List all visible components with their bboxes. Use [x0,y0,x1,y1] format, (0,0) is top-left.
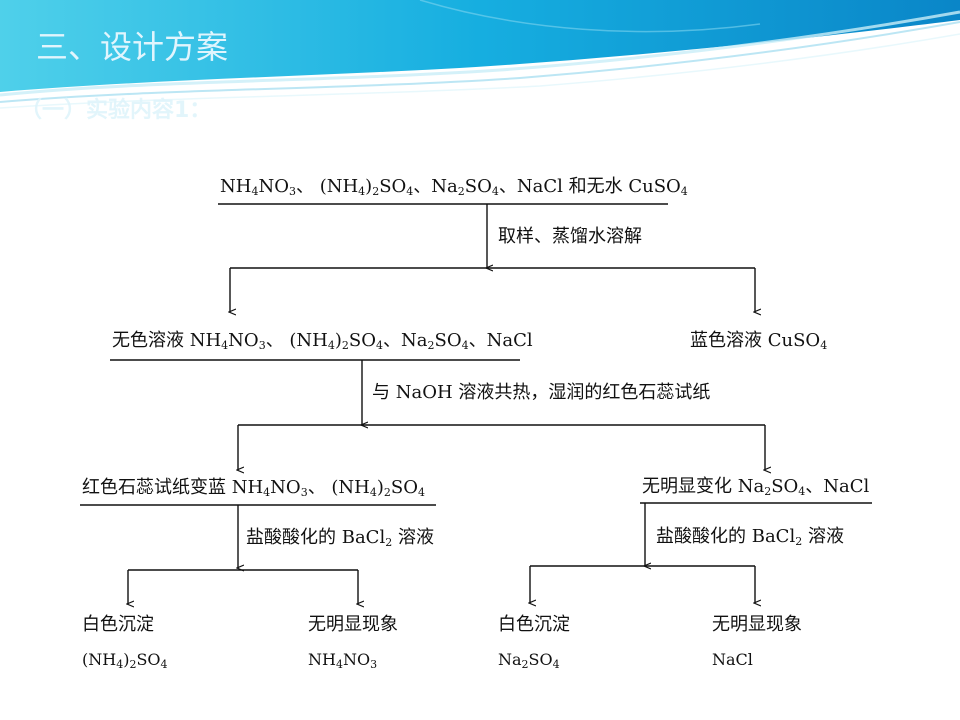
step2-label: 与 NaOH 溶液共热，湿润的红色石蕊试纸 [372,382,711,403]
leaf2-label: 无明显现象 [308,614,398,635]
leaf2-formula: NH4NO3 [308,650,378,671]
leaf4-label: 无明显现象 [712,614,802,635]
litmus-turns-blue: 红色石蕊试纸变蓝 NH4NO3、 (NH4)2SO4 [82,477,426,499]
colorless-solution: 无色溶液 NH4NO3、 (NH4)2SO4、Na2SO4、NaCl [112,330,533,352]
no-obvious-change: 无明显变化 Na2SO4、NaCl [642,476,870,498]
root-substances: NH4NO3、 (NH4)2SO4、Na2SO4、NaCl 和无水 CuSO4 [220,176,688,198]
slide-title: 三、设计方案 [36,28,229,66]
leaf3-label: 白色沉淀 [498,614,570,635]
header-wave-banner [0,0,960,109]
step1-label: 取样、蒸馏水溶解 [498,226,642,247]
leaf1-label: 白色沉淀 [82,614,154,635]
step3-right-label: 盐酸酸化的 BaCl2 溶液 [656,526,844,548]
step3-left-label: 盐酸酸化的 BaCl2 溶液 [246,527,434,549]
leaf3-formula: Na2SO4 [498,650,560,671]
slide-subtitle: （一）实验内容1： [20,98,212,123]
leaf1-formula: (NH4)2SO4 [82,650,168,671]
leaf4-formula: NaCl [712,650,753,669]
blue-solution: 蓝色溶液 CuSO4 [690,330,828,352]
